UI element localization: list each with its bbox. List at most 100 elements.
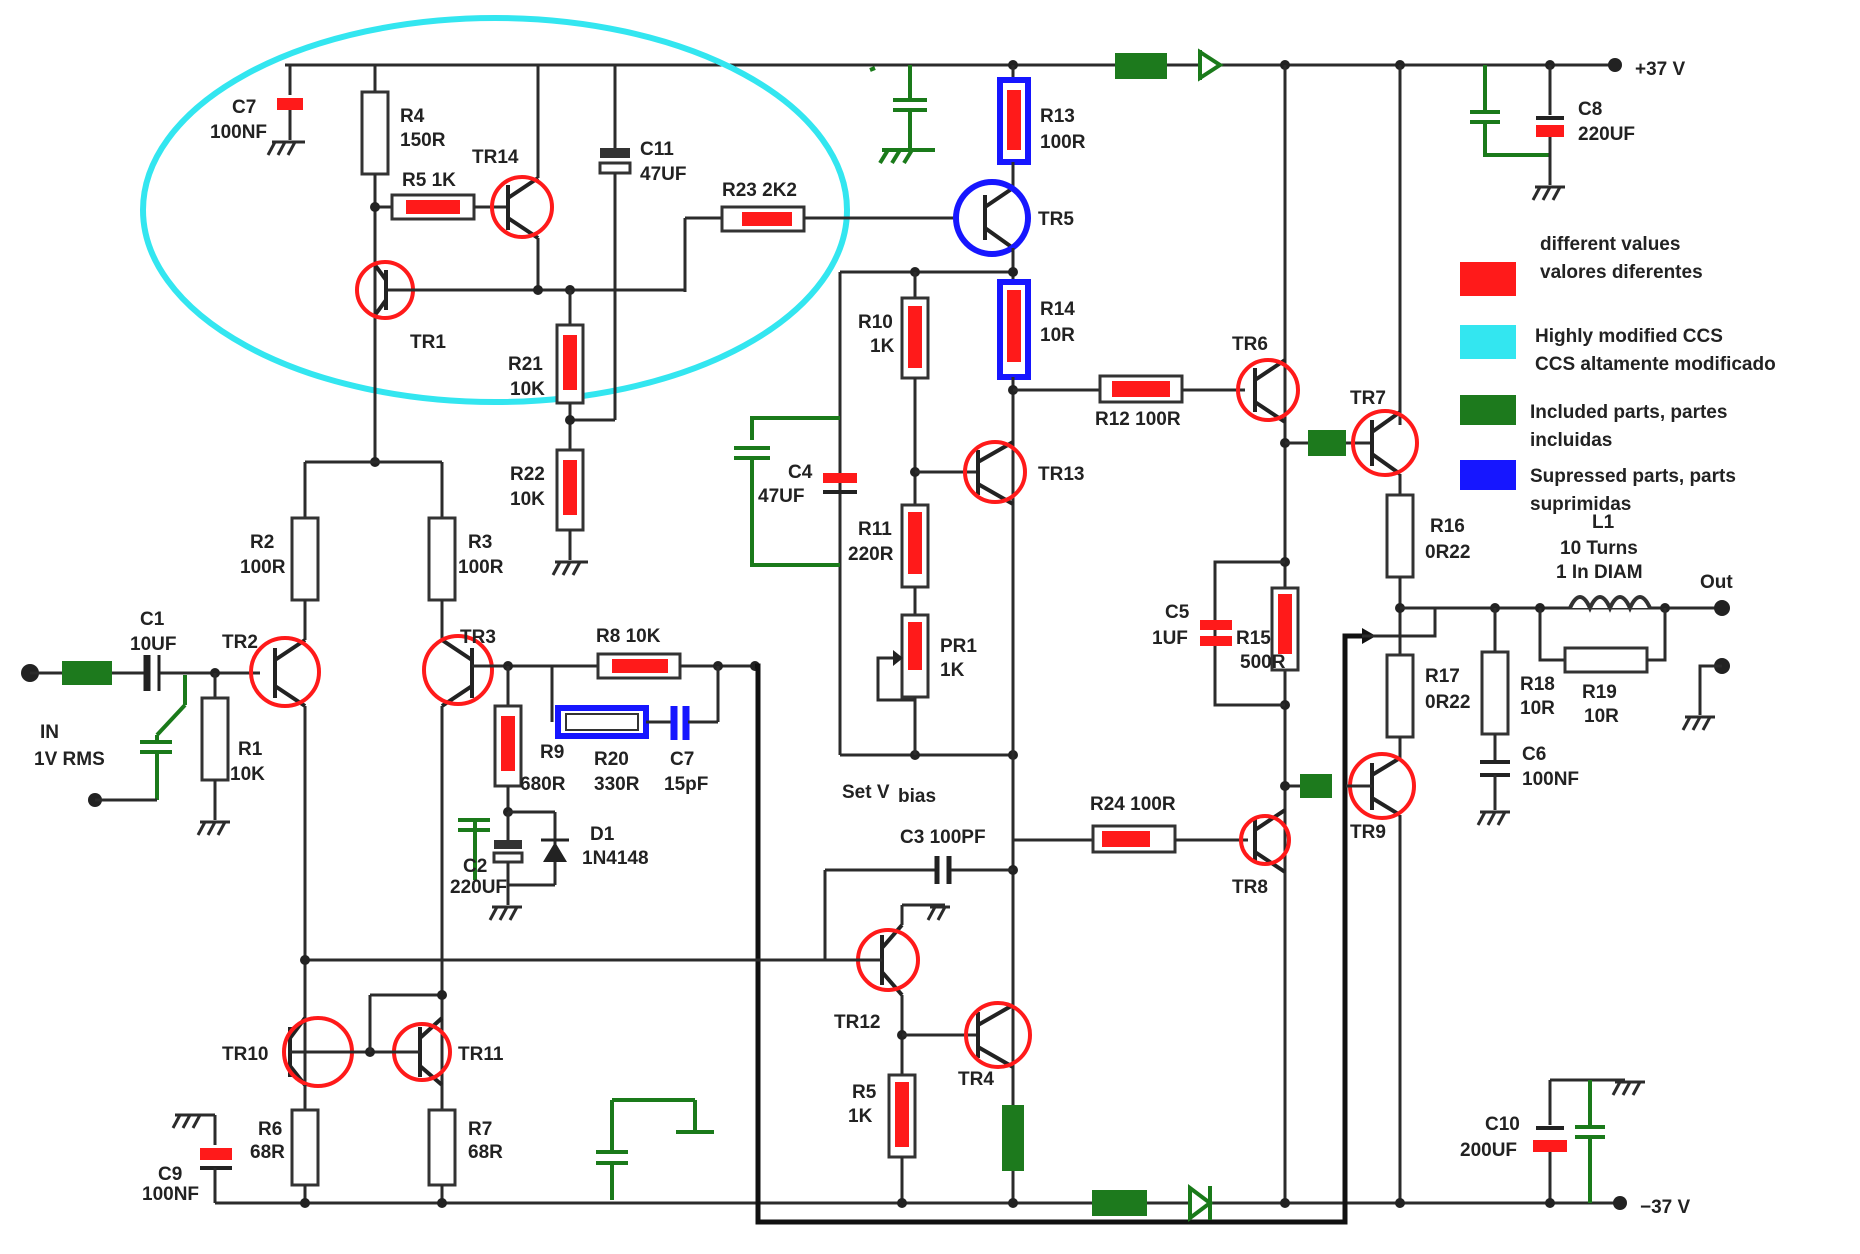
r13-name: R13 bbox=[1040, 106, 1075, 127]
r8-label: R8 10K bbox=[596, 626, 661, 647]
c2-d1-network bbox=[488, 807, 569, 921]
tr12-transistor bbox=[835, 903, 950, 1075]
r1-resistor bbox=[196, 673, 230, 836]
tr1-label: TR1 bbox=[410, 332, 446, 353]
tr3-label: TR3 bbox=[460, 627, 496, 648]
included-part-tr7-base bbox=[1308, 430, 1346, 456]
input-level: 1V RMS bbox=[34, 749, 105, 770]
r4-value: 150R bbox=[400, 130, 446, 151]
r20-value: 330R bbox=[594, 774, 640, 795]
r7-resistor bbox=[427, 1108, 457, 1208]
c3-label: C3 100PF bbox=[900, 827, 986, 848]
negative-rail bbox=[215, 1196, 1627, 1210]
c7-small-name: C7 bbox=[670, 749, 694, 770]
r5-resistor bbox=[370, 193, 508, 221]
tr11-label: TR11 bbox=[458, 1044, 504, 1065]
tr14-label: TR14 bbox=[472, 147, 519, 168]
legend-suppressed-line1: Supressed parts, parts bbox=[1530, 466, 1736, 487]
c8-capacitor bbox=[1531, 60, 1565, 201]
r16-value: 0R22 bbox=[1425, 542, 1470, 563]
included-input-capacitor bbox=[140, 675, 187, 800]
r3-name: R3 bbox=[468, 532, 492, 553]
r11-resistor bbox=[900, 503, 930, 615]
r3-resistor bbox=[427, 516, 457, 640]
legend-item-included: Included parts, partes incluidas bbox=[1460, 395, 1727, 451]
input-ground-terminal[interactable] bbox=[88, 793, 157, 807]
tr7-label: TR7 bbox=[1350, 388, 1386, 409]
legend-item-suppressed: Supressed parts, parts suprimidas bbox=[1460, 460, 1736, 515]
legend-item-ccs: Highly modified CCS CCS altamente modifi… bbox=[1460, 325, 1776, 375]
l1-name: L1 bbox=[1592, 512, 1615, 533]
legend-included-line1: Included parts, partes bbox=[1530, 402, 1727, 423]
c2-name: C2 bbox=[463, 856, 487, 877]
tr9-label: TR9 bbox=[1350, 822, 1386, 843]
tr1-transistor bbox=[355, 260, 685, 320]
d1-value: 1N4148 bbox=[582, 848, 649, 869]
legend-different-line1: different values bbox=[1540, 234, 1680, 255]
r10-name: R10 bbox=[858, 312, 893, 333]
r3-value: 100R bbox=[458, 557, 504, 578]
r6-resistor bbox=[290, 1108, 320, 1208]
included-part-tr9-base bbox=[1300, 774, 1332, 798]
c9-capacitor bbox=[171, 1113, 232, 1203]
tr13-transistor bbox=[915, 440, 1027, 506]
c5-value: 1UF bbox=[1152, 628, 1188, 649]
output-label: Out bbox=[1700, 572, 1733, 593]
r17-resistor bbox=[1385, 653, 1415, 758]
pr1-potentiometer[interactable] bbox=[876, 613, 930, 755]
r6-name: R6 bbox=[258, 1119, 282, 1140]
legend-swatch-ccs bbox=[1460, 325, 1516, 359]
r12-label: R12 100R bbox=[1095, 409, 1181, 430]
input-terminal[interactable] bbox=[21, 664, 62, 682]
r21-value: 10K bbox=[510, 379, 545, 400]
included-c8-bypass bbox=[1470, 65, 1550, 157]
l1-line2: 1 In DIAM bbox=[1556, 562, 1643, 583]
r7-name: R7 bbox=[468, 1119, 492, 1140]
r8-resistor bbox=[596, 652, 760, 680]
r13-resistor-suppressed bbox=[997, 60, 1031, 188]
bottom-rail-diode bbox=[1188, 1184, 1214, 1222]
r20-c7-suppressed-branch bbox=[550, 666, 720, 740]
r18-resistor bbox=[1480, 608, 1510, 760]
legend-ccs-line2: CCS altamente modificado bbox=[1535, 354, 1776, 375]
tr4-transistor bbox=[902, 1001, 1032, 1069]
r16-name: R16 bbox=[1430, 516, 1465, 537]
included-part-tr4-emitter bbox=[1002, 1105, 1024, 1171]
tr2-label: TR2 bbox=[222, 632, 258, 653]
r10-value: 1K bbox=[870, 336, 895, 357]
negative-rail-label: −37 V bbox=[1640, 1197, 1691, 1218]
c7-name: C7 bbox=[232, 97, 256, 118]
r24-resistor bbox=[1013, 824, 1248, 854]
c3-capacitor bbox=[823, 856, 1018, 960]
legend-included-line2: incluidas bbox=[1530, 430, 1612, 451]
tr6-transistor bbox=[1236, 358, 1300, 424]
tr6-label: TR6 bbox=[1232, 334, 1268, 355]
tr10-label: TR10 bbox=[222, 1044, 268, 1065]
r19-value: 10R bbox=[1584, 706, 1619, 727]
set-vbias-sub: bias bbox=[898, 786, 936, 807]
c11-capacitor bbox=[570, 65, 632, 422]
top-rail-diode bbox=[1198, 48, 1224, 82]
legend: different values valores diferentes High… bbox=[1460, 234, 1776, 515]
c6-value: 100NF bbox=[1522, 769, 1579, 790]
r6-value: 68R bbox=[250, 1142, 285, 1163]
r16-resistor bbox=[1385, 493, 1415, 655]
r5-lower-value: 1K bbox=[848, 1106, 873, 1127]
r21-resistor bbox=[555, 290, 585, 450]
r4-resistor bbox=[360, 65, 390, 465]
c10-name: C10 bbox=[1485, 1114, 1520, 1135]
c1-value: 10UF bbox=[130, 634, 176, 655]
c8-name: C8 bbox=[1578, 99, 1602, 120]
positive-rail-label: +37 V bbox=[1635, 59, 1686, 80]
legend-different-line2: valores diferentes bbox=[1540, 262, 1703, 283]
positive-rail bbox=[285, 58, 1622, 72]
r17-name: R17 bbox=[1425, 666, 1460, 687]
r22-value: 10K bbox=[510, 489, 545, 510]
tr8-transistor bbox=[1239, 808, 1291, 874]
included-c2-bypass bbox=[458, 818, 490, 880]
legend-ccs-line1: Highly modified CCS bbox=[1535, 326, 1723, 347]
c11-name: C11 bbox=[640, 139, 674, 160]
r9-value: 680R bbox=[520, 774, 566, 795]
tr2-transistor bbox=[249, 636, 321, 1090]
output-terminal[interactable] bbox=[1681, 600, 1730, 731]
